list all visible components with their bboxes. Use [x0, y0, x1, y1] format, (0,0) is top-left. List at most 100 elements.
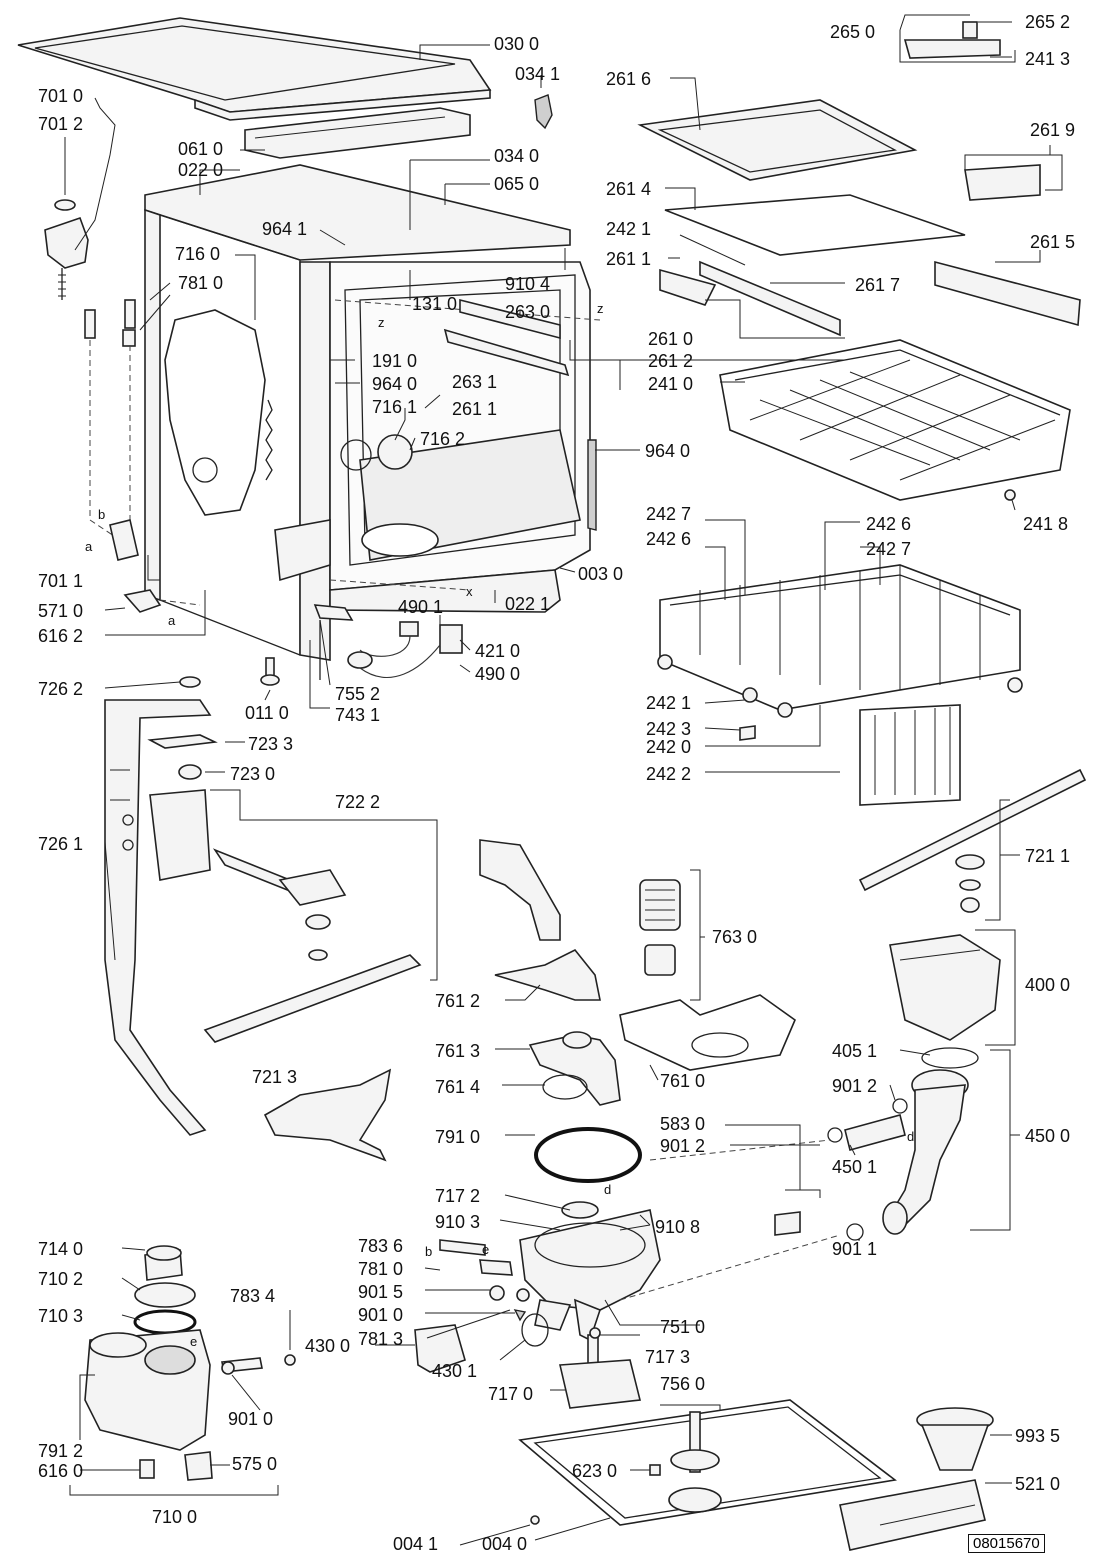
label-716-2: 716 2: [420, 429, 466, 449]
label-781-0-b: 781 0: [358, 1259, 404, 1279]
hose-450-1: [844, 1114, 906, 1151]
label-430-1: 430 1: [432, 1361, 478, 1381]
worktop-part: [17, 17, 492, 121]
label-571-0: 571 0: [38, 601, 84, 621]
panel-521-0: [839, 1479, 986, 1551]
label-261-9: 261 9: [1030, 120, 1076, 140]
label-901-2-b: 901 2: [660, 1136, 706, 1156]
label-723-3: 723 3: [248, 734, 294, 754]
label-261-5: 261 5: [1030, 232, 1076, 252]
clip-034-part: [534, 94, 553, 130]
label-716-0: 716 0: [175, 244, 221, 264]
label-783-6: 783 6: [358, 1236, 404, 1256]
hose-783-6: [479, 1259, 513, 1276]
lower-basket-242-0: [657, 564, 1023, 718]
part-261-7: [659, 268, 717, 306]
spring-part: [265, 399, 273, 481]
label-400-0: 400 0: [1025, 975, 1071, 995]
spray-arm-722-2: [203, 848, 422, 1043]
filter-763-0: [639, 879, 681, 976]
label-714-0: 714 0: [38, 1239, 84, 1259]
label-034-1: 034 1: [515, 64, 561, 84]
label-241-0: 241 0: [648, 374, 694, 394]
label-022-1: 022 1: [505, 594, 551, 614]
label-901-1: 901 1: [832, 1239, 878, 1259]
label-743-1: 743 1: [335, 705, 381, 725]
part-761-2: [494, 948, 601, 1001]
part-583-0: [774, 1211, 801, 1236]
part-781-3: [513, 1309, 527, 1322]
label-242-7-b: 242 7: [866, 539, 912, 559]
label-011-0: 011 0: [245, 703, 289, 723]
part-242-3: [739, 725, 756, 741]
label-242-1-a: 242 1: [606, 219, 652, 239]
label-701-0: 701 0: [38, 86, 84, 106]
bracket-plate: [274, 519, 331, 582]
marker-z-1: z: [378, 315, 385, 330]
label-964-0-b: 964 0: [645, 441, 691, 461]
label-781-3: 781 3: [358, 1329, 404, 1349]
label-242-0: 242 0: [646, 737, 692, 757]
label-263-1: 263 1: [452, 372, 498, 392]
label-756-0: 756 0: [660, 1374, 706, 1394]
cap-714-0-top: [146, 1245, 182, 1261]
nut-723-0: [178, 764, 202, 780]
strip-964-0: [587, 439, 597, 531]
gasket-716-1: [340, 439, 372, 471]
label-751-0: 751 0: [660, 1317, 706, 1337]
label-261-2: 261 2: [648, 351, 694, 371]
label-004-1: 004 1: [393, 1534, 439, 1554]
valve-571: [123, 589, 162, 613]
water-inlet-part: [44, 199, 89, 300]
pump-430-0: [414, 1324, 466, 1373]
hose-450-0: [882, 1069, 969, 1235]
label-242-1-b: 242 1: [646, 693, 692, 713]
label-030-0: 030 0: [494, 34, 540, 54]
marker-x: x: [466, 584, 473, 599]
nut-716-2: [377, 434, 413, 470]
heater-717-0: [559, 1334, 641, 1409]
seal-hole: [192, 457, 218, 483]
bracket-701-1: [109, 519, 139, 561]
marker-a-1: a: [85, 539, 93, 554]
label-964-1: 964 1: [262, 219, 308, 239]
spray-arm-721-1: [858, 768, 1087, 913]
rail-261-5: [934, 260, 1081, 327]
label-242-6-b: 242 6: [866, 514, 912, 534]
ring-710-2: [134, 1282, 196, 1308]
label-901-5: 901 5: [358, 1282, 404, 1302]
label-716-1: 716 1: [372, 397, 418, 417]
clamp-901-2b: [827, 1127, 843, 1143]
label-241-8: 241 8: [1023, 514, 1069, 534]
clamp-901-0b: [221, 1361, 235, 1375]
label-717-2: 717 2: [435, 1186, 481, 1206]
salt-container-710-0: [84, 1329, 211, 1451]
label-242-3: 242 3: [646, 719, 692, 739]
spring-781-b: [84, 309, 96, 339]
clamp-901-5: [489, 1285, 505, 1301]
part-241-8: [1004, 489, 1016, 501]
marker-b-1: b: [98, 507, 106, 522]
clamp-901-2a: [892, 1098, 908, 1114]
label-575-0: 575 0: [232, 1454, 278, 1474]
supply-pipe-726-1: [104, 699, 212, 1136]
label-242-6-a: 242 6: [646, 529, 692, 549]
leader-lines: [64, 14, 1063, 1546]
base-004-0: [518, 1399, 897, 1526]
marker-e-1: e: [482, 1242, 490, 1257]
label-781-0-top: 781 0: [178, 273, 224, 293]
rail-263-1: [443, 328, 570, 377]
pump-400-0: [889, 934, 1001, 1041]
label-004-0: 004 0: [482, 1534, 528, 1554]
frame-261-4: [664, 194, 966, 256]
label-623-0: 623 0: [572, 1461, 618, 1481]
part-717-3: [589, 1327, 601, 1339]
label-261-7: 261 7: [855, 275, 901, 295]
seal-710-3: [133, 1309, 197, 1335]
sump-751-0: [519, 1209, 661, 1342]
label-430-0: 430 0: [305, 1336, 351, 1356]
label-701-1: 701 1: [38, 571, 84, 591]
label-241-3: 241 3: [1025, 49, 1071, 69]
part-575-0: [184, 1451, 213, 1481]
label-721-1: 721 1: [1025, 846, 1071, 866]
